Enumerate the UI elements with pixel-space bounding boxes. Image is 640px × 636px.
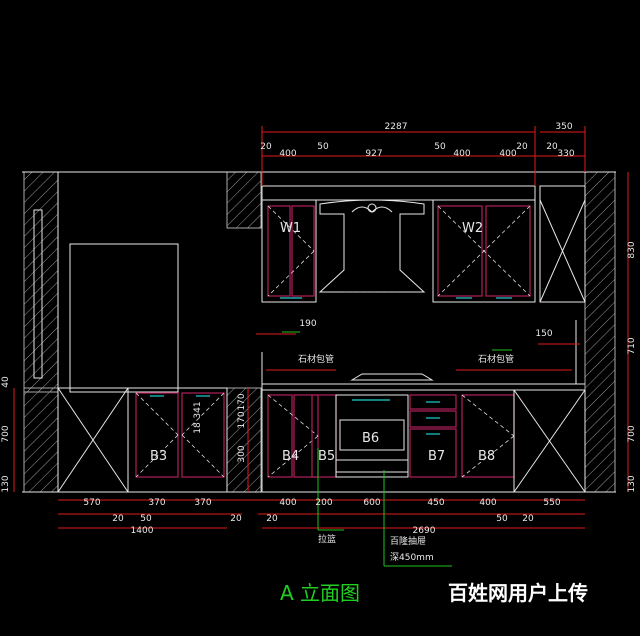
cabinet-label-b5: B5	[318, 449, 335, 464]
dim-right-3: 700	[627, 425, 637, 442]
dim-top-5: 50	[434, 142, 446, 152]
dim-top-6: 400	[453, 149, 470, 159]
note-pull-basket: 拉篮	[318, 533, 336, 545]
dim-right-2: 710	[627, 337, 637, 354]
right-wall	[584, 171, 616, 493]
dim-top-2: 400	[279, 149, 296, 159]
dim-inner-5: 300	[237, 445, 247, 462]
range-hood	[318, 199, 426, 293]
dim-top-overall: 2287	[385, 122, 408, 132]
left-base-cabinets	[57, 387, 228, 493]
dim-right-1: 830	[627, 241, 637, 258]
mid-wall-upper	[226, 171, 262, 229]
dim-bottom-gap-1: 20	[112, 514, 124, 524]
note-stone-left: 石材包管	[298, 353, 334, 365]
dim-bottom-gap-6: 20	[522, 514, 534, 524]
dim-top-1: 20	[260, 142, 272, 152]
cabinet-label-b8: B8	[478, 449, 495, 464]
dim-bottom-3: 370	[194, 498, 211, 508]
dim-top-8: 20	[516, 142, 528, 152]
dim-top-9: 20	[546, 142, 558, 152]
dim-top-4: 927	[365, 149, 382, 159]
dim-bottom-gap-5: 50	[496, 514, 508, 524]
left-wall-lower	[23, 387, 59, 493]
dim-inner-3: 341	[193, 401, 203, 418]
cabinet-label-b7: B7	[428, 449, 445, 464]
dim-bottom-9: 550	[543, 498, 560, 508]
dim-right-4: 130	[627, 475, 637, 492]
side-mark-190: 190	[299, 319, 316, 329]
dimension-lines	[13, 126, 629, 529]
side-mark-150: 150	[535, 329, 552, 339]
dim-bottom-gap-3: 20	[230, 514, 242, 524]
dim-bottom-8: 400	[479, 498, 496, 508]
mid-wall-lower	[226, 387, 262, 493]
watermark: 百姓网用户上传	[448, 581, 588, 605]
dim-bottom-2: 370	[148, 498, 165, 508]
dim-top-10: 330	[557, 149, 574, 159]
cabinet-label-b6: B6	[362, 431, 379, 446]
dim-left-3: 130	[1, 475, 11, 492]
left-wall-upper	[23, 171, 59, 393]
dim-bottom-1: 570	[83, 498, 100, 508]
dim-bottom-gap-4: 20	[266, 514, 278, 524]
dim-bottom-right-total: 2690	[413, 526, 436, 536]
dim-left-2: 700	[1, 425, 11, 442]
note-hundred-pull: 百隆抽屉	[390, 535, 426, 547]
dim-left-1: 40	[1, 376, 11, 388]
walls	[22, 171, 616, 493]
note-depth: 深450mm	[390, 552, 434, 563]
drawing-title: A 立面图	[280, 581, 360, 605]
cabinet-label-b4: B4	[282, 449, 299, 464]
cabinet-label-b3: B3	[150, 449, 167, 464]
dim-bottom-5: 200	[315, 498, 332, 508]
note-stone-right: 石材包管	[478, 353, 514, 365]
upper-cabinets	[261, 185, 586, 303]
main-base-cabinets	[261, 389, 586, 493]
cabinet-label-w2: W2	[462, 221, 483, 236]
dim-bottom-7: 450	[427, 498, 444, 508]
cabinet-label-w1: W1	[280, 221, 301, 236]
dim-bottom-gap-2: 50	[140, 514, 152, 524]
dim-inner-2: 170	[237, 411, 247, 428]
dim-top-3: 50	[317, 142, 329, 152]
dim-inner-1: 170	[237, 393, 247, 410]
dim-top-7: 400	[499, 149, 516, 159]
dim-bottom-left-total: 1400	[131, 526, 154, 536]
refrigerator	[33, 172, 179, 393]
dim-bottom-4: 400	[279, 498, 296, 508]
dim-top-right-overall: 350	[555, 122, 572, 132]
annotation-leaders	[282, 331, 512, 567]
dim-inner-4: 18	[193, 422, 203, 434]
dim-bottom-6: 600	[363, 498, 380, 508]
